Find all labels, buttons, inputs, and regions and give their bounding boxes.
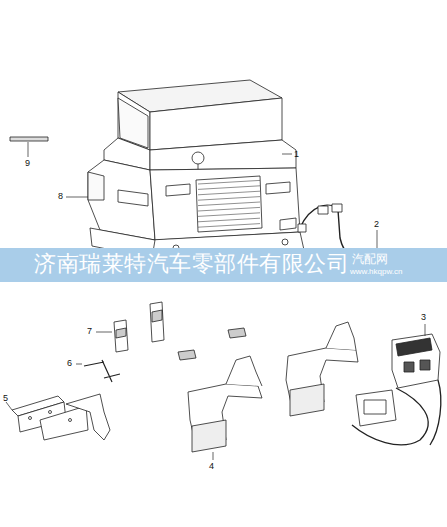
grille-bar — [198, 218, 260, 222]
callout-number: 8 — [58, 192, 63, 201]
callout-number: 6 — [67, 359, 72, 368]
grille-bar — [198, 186, 260, 190]
grille-bar — [198, 197, 260, 201]
callout-number: 9 — [25, 159, 30, 168]
grille-bar — [198, 207, 260, 211]
grille-bar — [198, 213, 260, 217]
callout-number: 3 — [421, 313, 426, 322]
callout-number: 2 — [374, 220, 379, 229]
callout-number: 7 — [87, 327, 92, 336]
grille-bar — [198, 180, 260, 184]
grille-bar — [198, 191, 260, 195]
watermark: www.hkqpw.cn — [350, 268, 402, 276]
watermark: 汽配网 — [352, 253, 388, 265]
callout-number: 1 — [294, 150, 299, 159]
callout-number: 5 — [3, 394, 8, 403]
watermark: 济南瑞莱特汽车零部件有限公司 — [34, 253, 349, 275]
grille-bar — [198, 202, 260, 206]
grille-bar — [198, 224, 260, 228]
callout-number: 4 — [209, 462, 214, 471]
